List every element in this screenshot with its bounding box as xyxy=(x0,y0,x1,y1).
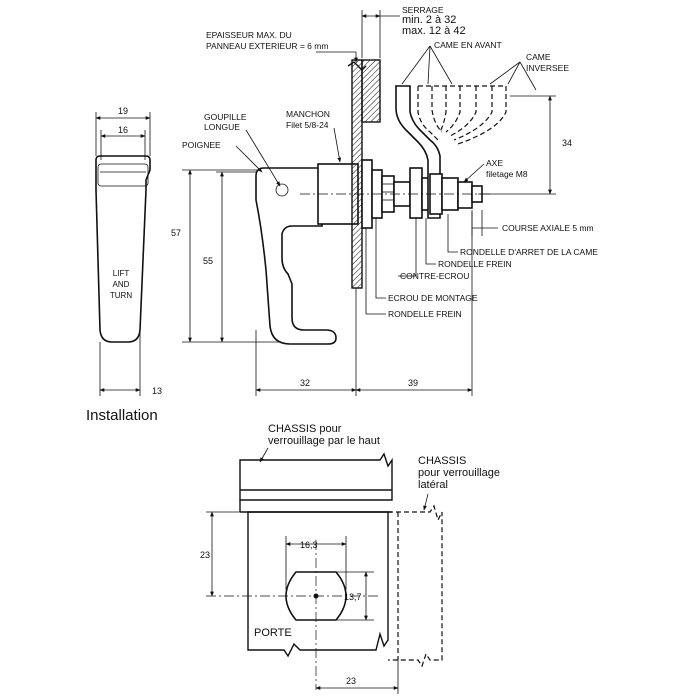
label-chassis-haut-1: CHASSIS pour xyxy=(268,423,342,435)
label-rondelle-arret: RONDELLE D'ARRET DE LA CAME xyxy=(460,247,598,257)
door-panel xyxy=(247,511,389,658)
cam-dashed-4 xyxy=(445,86,461,133)
label-rondelle-frein-2: RONDELLE FREIN xyxy=(388,309,462,319)
dim-57: 57 xyxy=(171,228,181,238)
leader xyxy=(463,163,485,183)
installation-title: Installation xyxy=(86,407,158,424)
leader xyxy=(519,61,537,91)
dim-13: 13 xyxy=(152,386,162,396)
label-rondelle-frein-1: RONDELLE FREIN xyxy=(438,259,512,269)
leader xyxy=(423,493,429,511)
side-view: 57 55 xyxy=(171,5,598,396)
label-chassis-haut-2: verrouillage par le haut xyxy=(268,435,380,447)
handle-front-outline xyxy=(95,155,151,343)
label-contre-ecrou: CONTRE-ECROU xyxy=(400,271,469,281)
label-came-inversee-1: CAME xyxy=(526,52,551,62)
counter-nut xyxy=(409,167,423,219)
cam-dashed-3 xyxy=(439,86,447,133)
label-came-inversee-2: INVERSEE xyxy=(526,63,569,73)
label-epaisseur-1: EPAISSEUR MAX. DU xyxy=(206,30,292,40)
dim-32: 32 xyxy=(300,378,310,388)
leader xyxy=(398,218,417,277)
label-manchon-2: Filet 5/8-24 xyxy=(286,120,329,130)
leader xyxy=(365,228,386,315)
label-chassis-lat-3: latéral xyxy=(418,479,448,491)
outer-panel xyxy=(351,59,363,289)
leader xyxy=(401,45,431,85)
leader xyxy=(425,218,436,265)
handle-text-2: AND xyxy=(113,280,130,289)
label-goupille-2: LONGUE xyxy=(204,122,240,132)
leader xyxy=(507,61,521,85)
handle-text-1: LIFT xyxy=(113,269,130,278)
dim-23-horizontal: 23 xyxy=(346,676,356,686)
label-chassis-lat-2: pour verrouillage xyxy=(418,467,500,479)
leader xyxy=(375,218,386,299)
axle-nut xyxy=(457,181,473,209)
dim-23-vertical: 23 xyxy=(200,550,210,560)
dim-16: 16 xyxy=(118,125,128,135)
cam-dashed-6 xyxy=(453,86,493,141)
leader xyxy=(429,45,453,85)
handle-front-cap xyxy=(97,163,149,187)
handle-side-outline xyxy=(255,167,337,345)
label-goupille-1: GOUPILLE xyxy=(204,112,247,122)
label-porte: PORTE xyxy=(254,627,292,639)
dim-55: 55 xyxy=(203,256,213,266)
leader xyxy=(427,45,431,85)
label-poignee: POIGNEE xyxy=(182,140,221,150)
leader xyxy=(333,127,342,163)
dim-19: 19 xyxy=(118,106,128,116)
label-chassis-lat-1: CHASSIS xyxy=(418,455,466,467)
cam-dashed-1 xyxy=(417,86,439,141)
front-view: LIFT AND TURN 19 16 13 xyxy=(95,106,162,396)
label-manchon-1: MANCHON xyxy=(286,109,330,119)
cam-solid xyxy=(395,85,441,219)
label-serrage-1: SERRAGE xyxy=(402,5,444,15)
leader xyxy=(489,61,521,85)
leader xyxy=(235,145,263,173)
label-came-avant: CAME EN AVANT xyxy=(434,40,502,50)
label-epaisseur-2: PANNEAU EXTERIEUR = 6 mm xyxy=(206,41,328,51)
label-axe-2: filetage M8 xyxy=(486,169,528,179)
cam-dashed-7 xyxy=(457,86,507,145)
leader xyxy=(259,447,269,463)
label-course: COURSE AXIALE 5 mm xyxy=(502,223,594,233)
label-serrage-2: min. 2 à 32 xyxy=(402,14,456,26)
label-ecrou-montage: ECROU DE MONTAGE xyxy=(388,293,478,303)
dim-39: 39 xyxy=(408,378,418,388)
label-serrage-3: max. 12 à 42 xyxy=(402,25,466,37)
label-axe-1: AXE xyxy=(486,158,503,168)
cam-dashed-2 xyxy=(431,86,443,133)
installation-view: Installation 16,3 13,7 23 23 xyxy=(86,407,500,694)
dim-34: 34 xyxy=(562,138,572,148)
pin-hole xyxy=(275,183,289,197)
chassis-lateral xyxy=(388,504,443,668)
cam-dashed-5 xyxy=(449,86,477,137)
handle-text-3: TURN xyxy=(110,291,132,300)
chassis-top xyxy=(239,452,393,501)
leader xyxy=(245,129,281,187)
dim-hole-width: 16,3 xyxy=(300,540,318,550)
leader xyxy=(447,214,458,253)
dim-hole-height: 13,7 xyxy=(344,592,362,602)
frame-hatched xyxy=(361,59,381,123)
